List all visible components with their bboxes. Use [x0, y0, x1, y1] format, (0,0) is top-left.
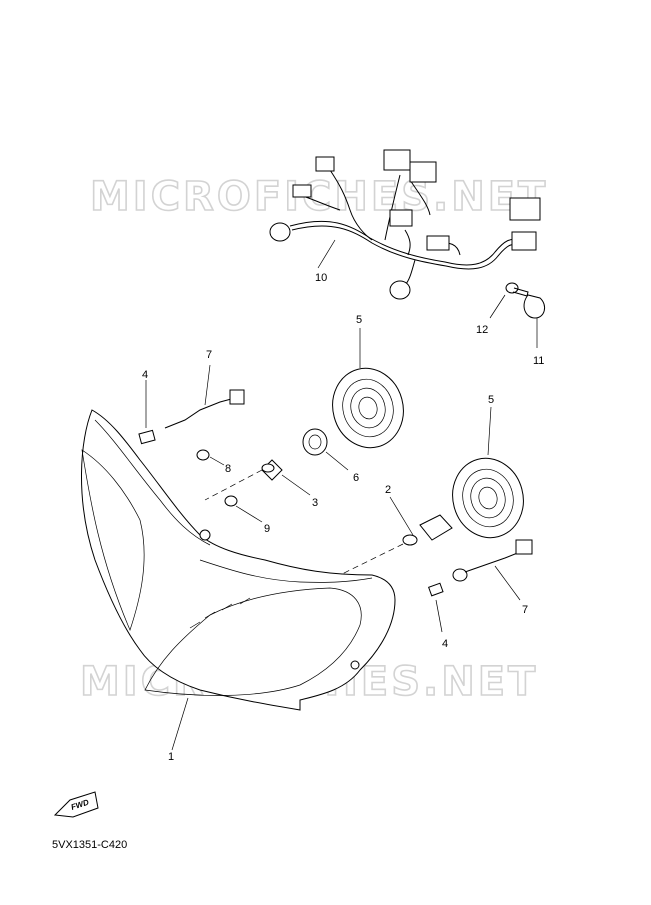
bulb-4-upper [138, 380, 156, 445]
part-label-9: 9 [264, 523, 270, 535]
socket-6 [302, 428, 349, 471]
bulb-3 [204, 459, 311, 501]
connector [383, 149, 411, 171]
clip-11 [523, 294, 546, 348]
part-label-5-lower: 5 [488, 394, 494, 406]
connector [409, 161, 437, 183]
part-label-8: 8 [225, 463, 231, 475]
plug [269, 222, 291, 242]
part-label-6: 6 [353, 472, 359, 484]
screw-12 [489, 282, 529, 319]
connector [292, 184, 312, 198]
connector [509, 197, 541, 221]
part-label-11: 11 [533, 355, 544, 367]
fwd-arrow-icon: FWD [53, 791, 99, 818]
part-label-12: 12 [476, 324, 488, 336]
connector [389, 209, 413, 227]
screw-9 [224, 495, 263, 523]
part-label-10: 10 [315, 272, 327, 284]
connector [515, 539, 533, 555]
connector [426, 235, 450, 251]
part-label-3: 3 [312, 497, 318, 509]
part-label-2: 2 [385, 484, 391, 496]
connector [511, 231, 537, 251]
screw-8 [196, 449, 225, 466]
bulb-2 [339, 496, 453, 576]
part-label-1: 1 [168, 751, 174, 763]
bulb-cover-upper [332, 328, 404, 449]
part-label-4-lower: 4 [442, 638, 448, 650]
wiring-harness [269, 149, 541, 300]
connector [315, 156, 335, 172]
bulb-4-lower [428, 582, 444, 633]
part-label-4-upper: 4 [142, 369, 148, 381]
watermark-top: MICROFICHES.NET [90, 174, 548, 220]
diagram-code: 5VX1351-C420 [52, 839, 128, 851]
socket-7-lower [452, 539, 533, 601]
part-label-5-upper: 5 [356, 314, 362, 326]
headlight-assembly [81, 409, 396, 751]
part-label-7-upper: 7 [206, 349, 212, 361]
bulb-cover-lower [452, 406, 524, 539]
plug [389, 280, 411, 300]
connector [229, 389, 245, 405]
socket-7-upper [164, 364, 245, 429]
part-label-7-lower: 7 [522, 604, 528, 616]
